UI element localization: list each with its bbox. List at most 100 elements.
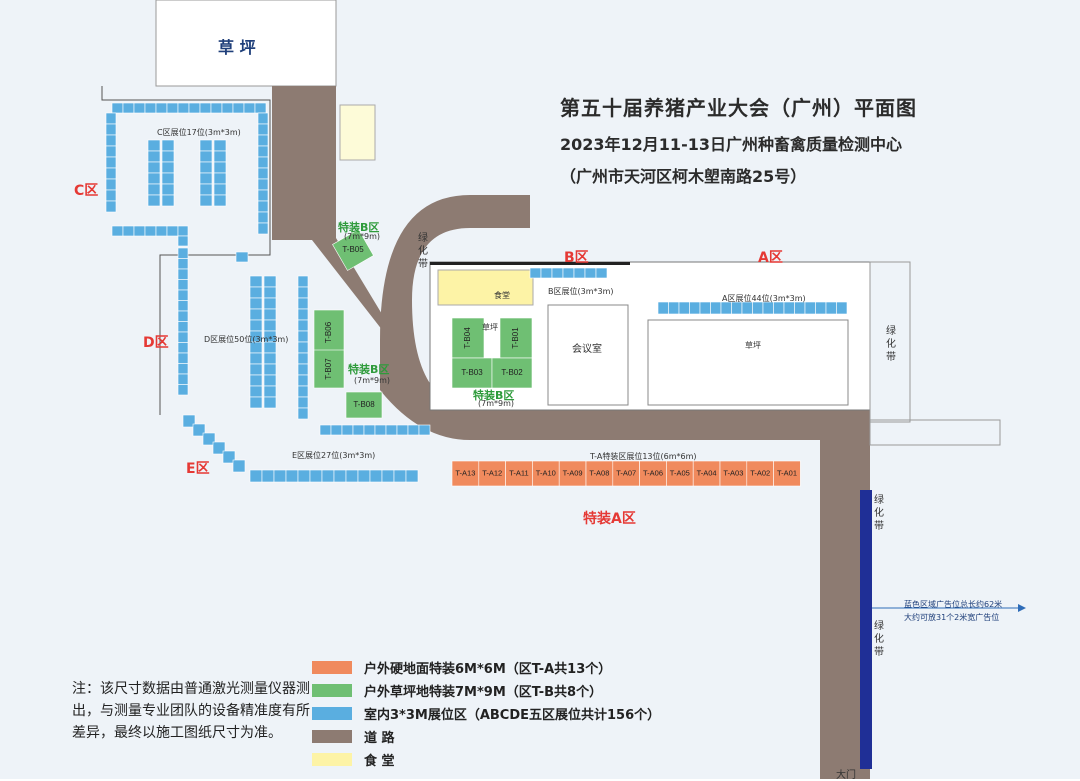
booth-label: T-A13 [455, 468, 475, 477]
green-belt-3-label: 绿化带 [874, 495, 884, 532]
special-a-booth [639, 460, 667, 487]
indoor-booth [257, 134, 269, 147]
zone-d-label: D区 [143, 335, 169, 351]
indoor-booth [263, 352, 277, 365]
indoor-booth [369, 469, 383, 483]
indoor-booth [297, 319, 309, 332]
d-booths-caption: D区展位50位(3m*3m) [204, 335, 289, 344]
indoor-booth [297, 352, 309, 365]
indoor-booth [249, 319, 263, 332]
booth-label: T-A11 [509, 468, 528, 477]
indoor-booth [221, 102, 234, 114]
indoor-booth [257, 222, 269, 235]
special-a-booth [532, 460, 560, 487]
indoor-booth [199, 161, 213, 174]
indoor-booth [381, 469, 395, 483]
indoor-booth [319, 424, 332, 436]
special-b-left-label: 特装B区 [348, 363, 390, 376]
indoor-booth [357, 469, 371, 483]
entrance-lines [869, 419, 1001, 446]
indoor-booth [710, 301, 722, 315]
indoor-booth [213, 161, 227, 174]
booth-label: T-A08 [589, 468, 609, 477]
indoor-booth [273, 469, 287, 483]
special-b-booth [499, 317, 533, 359]
indoor-booth [249, 352, 263, 365]
special-a-booth [773, 460, 801, 487]
booth-label: T-A07 [616, 468, 636, 477]
special-a-booth [612, 460, 640, 487]
indoor-booth [363, 424, 376, 436]
indoor-booth [155, 102, 168, 114]
legend-label: 户外硬地面特装6M*6M（区T-A共13个） [364, 662, 612, 677]
indoor-booth [249, 396, 263, 409]
indoor-booth [297, 396, 309, 409]
indoor-booth [213, 139, 227, 152]
gate-label: 大门 [836, 770, 856, 781]
special-a-booth [451, 460, 480, 487]
indoor-booth [595, 267, 608, 279]
indoor-booth [804, 301, 816, 315]
indoor-booth [155, 225, 168, 237]
booth-label: T-A06 [643, 468, 663, 477]
legend-label: 道 路 [364, 731, 395, 746]
indoor-booth [199, 102, 212, 114]
indoor-booth [257, 123, 269, 136]
indoor-booth [836, 301, 848, 315]
booth-label: T-A12 [482, 468, 502, 477]
indoor-booth [689, 301, 701, 315]
special-b-booth [332, 229, 374, 271]
legend-label: 户外草坪地特装7M*9M（区T-B共8个） [364, 685, 603, 700]
indoor-booth [177, 225, 189, 237]
zone-c-label: C区 [74, 183, 99, 199]
indoor-booth [249, 363, 263, 376]
special-a-booth [505, 460, 533, 487]
indoor-booth [352, 424, 365, 436]
indoor-booth [105, 189, 117, 202]
indoor-booth [418, 424, 431, 436]
indoor-booth [249, 275, 263, 288]
legend-swatch-road [312, 730, 352, 743]
indoor-booth [105, 178, 117, 191]
hall-outline-left [101, 86, 271, 415]
ta-booths-caption: T-A特装区展位13位(6m*6m) [590, 452, 697, 461]
road-central [380, 195, 870, 440]
indoor-booth [147, 139, 161, 152]
special-b-booth [345, 391, 383, 419]
indoor-booth [147, 183, 161, 196]
booth-label: T-B02 [501, 368, 523, 377]
indoor-booth [105, 145, 117, 158]
a-booths-caption: A区展位44位(3m*3m) [722, 294, 806, 303]
indoor-booth [330, 424, 343, 436]
indoor-booth [177, 384, 189, 396]
indoor-booth [105, 200, 117, 213]
indoor-booth [105, 134, 117, 147]
indoor-booth [188, 102, 201, 114]
indoor-booth [202, 432, 216, 446]
indoor-booth [257, 200, 269, 213]
special-b-mid-size: (7m*9m) [478, 399, 515, 408]
indoor-booth [263, 286, 277, 299]
indoor-booth [341, 424, 354, 436]
indoor-booth [297, 275, 309, 288]
e-booths-caption: E区展位27位(3m*3m) [292, 451, 376, 460]
indoor-booth [825, 301, 837, 315]
grass-area-top [155, 0, 337, 87]
indoor-booth [584, 267, 597, 279]
indoor-booth [385, 424, 398, 436]
indoor-booth [105, 156, 117, 169]
indoor-booth [263, 374, 277, 387]
booth-label: T-A04 [697, 468, 717, 477]
small-shed [339, 104, 376, 161]
legend-swatch-orange [312, 661, 352, 674]
indoor-booth [232, 102, 245, 114]
indoor-booth [257, 178, 269, 191]
indoor-booth [232, 459, 246, 473]
indoor-booth [212, 441, 226, 455]
indoor-booth [249, 297, 263, 310]
lawn-a-label: 草坪 [745, 341, 761, 350]
legend-swatch-yellow [312, 753, 352, 766]
indoor-booth [249, 308, 263, 321]
booth-label: T-B07 [324, 358, 333, 380]
